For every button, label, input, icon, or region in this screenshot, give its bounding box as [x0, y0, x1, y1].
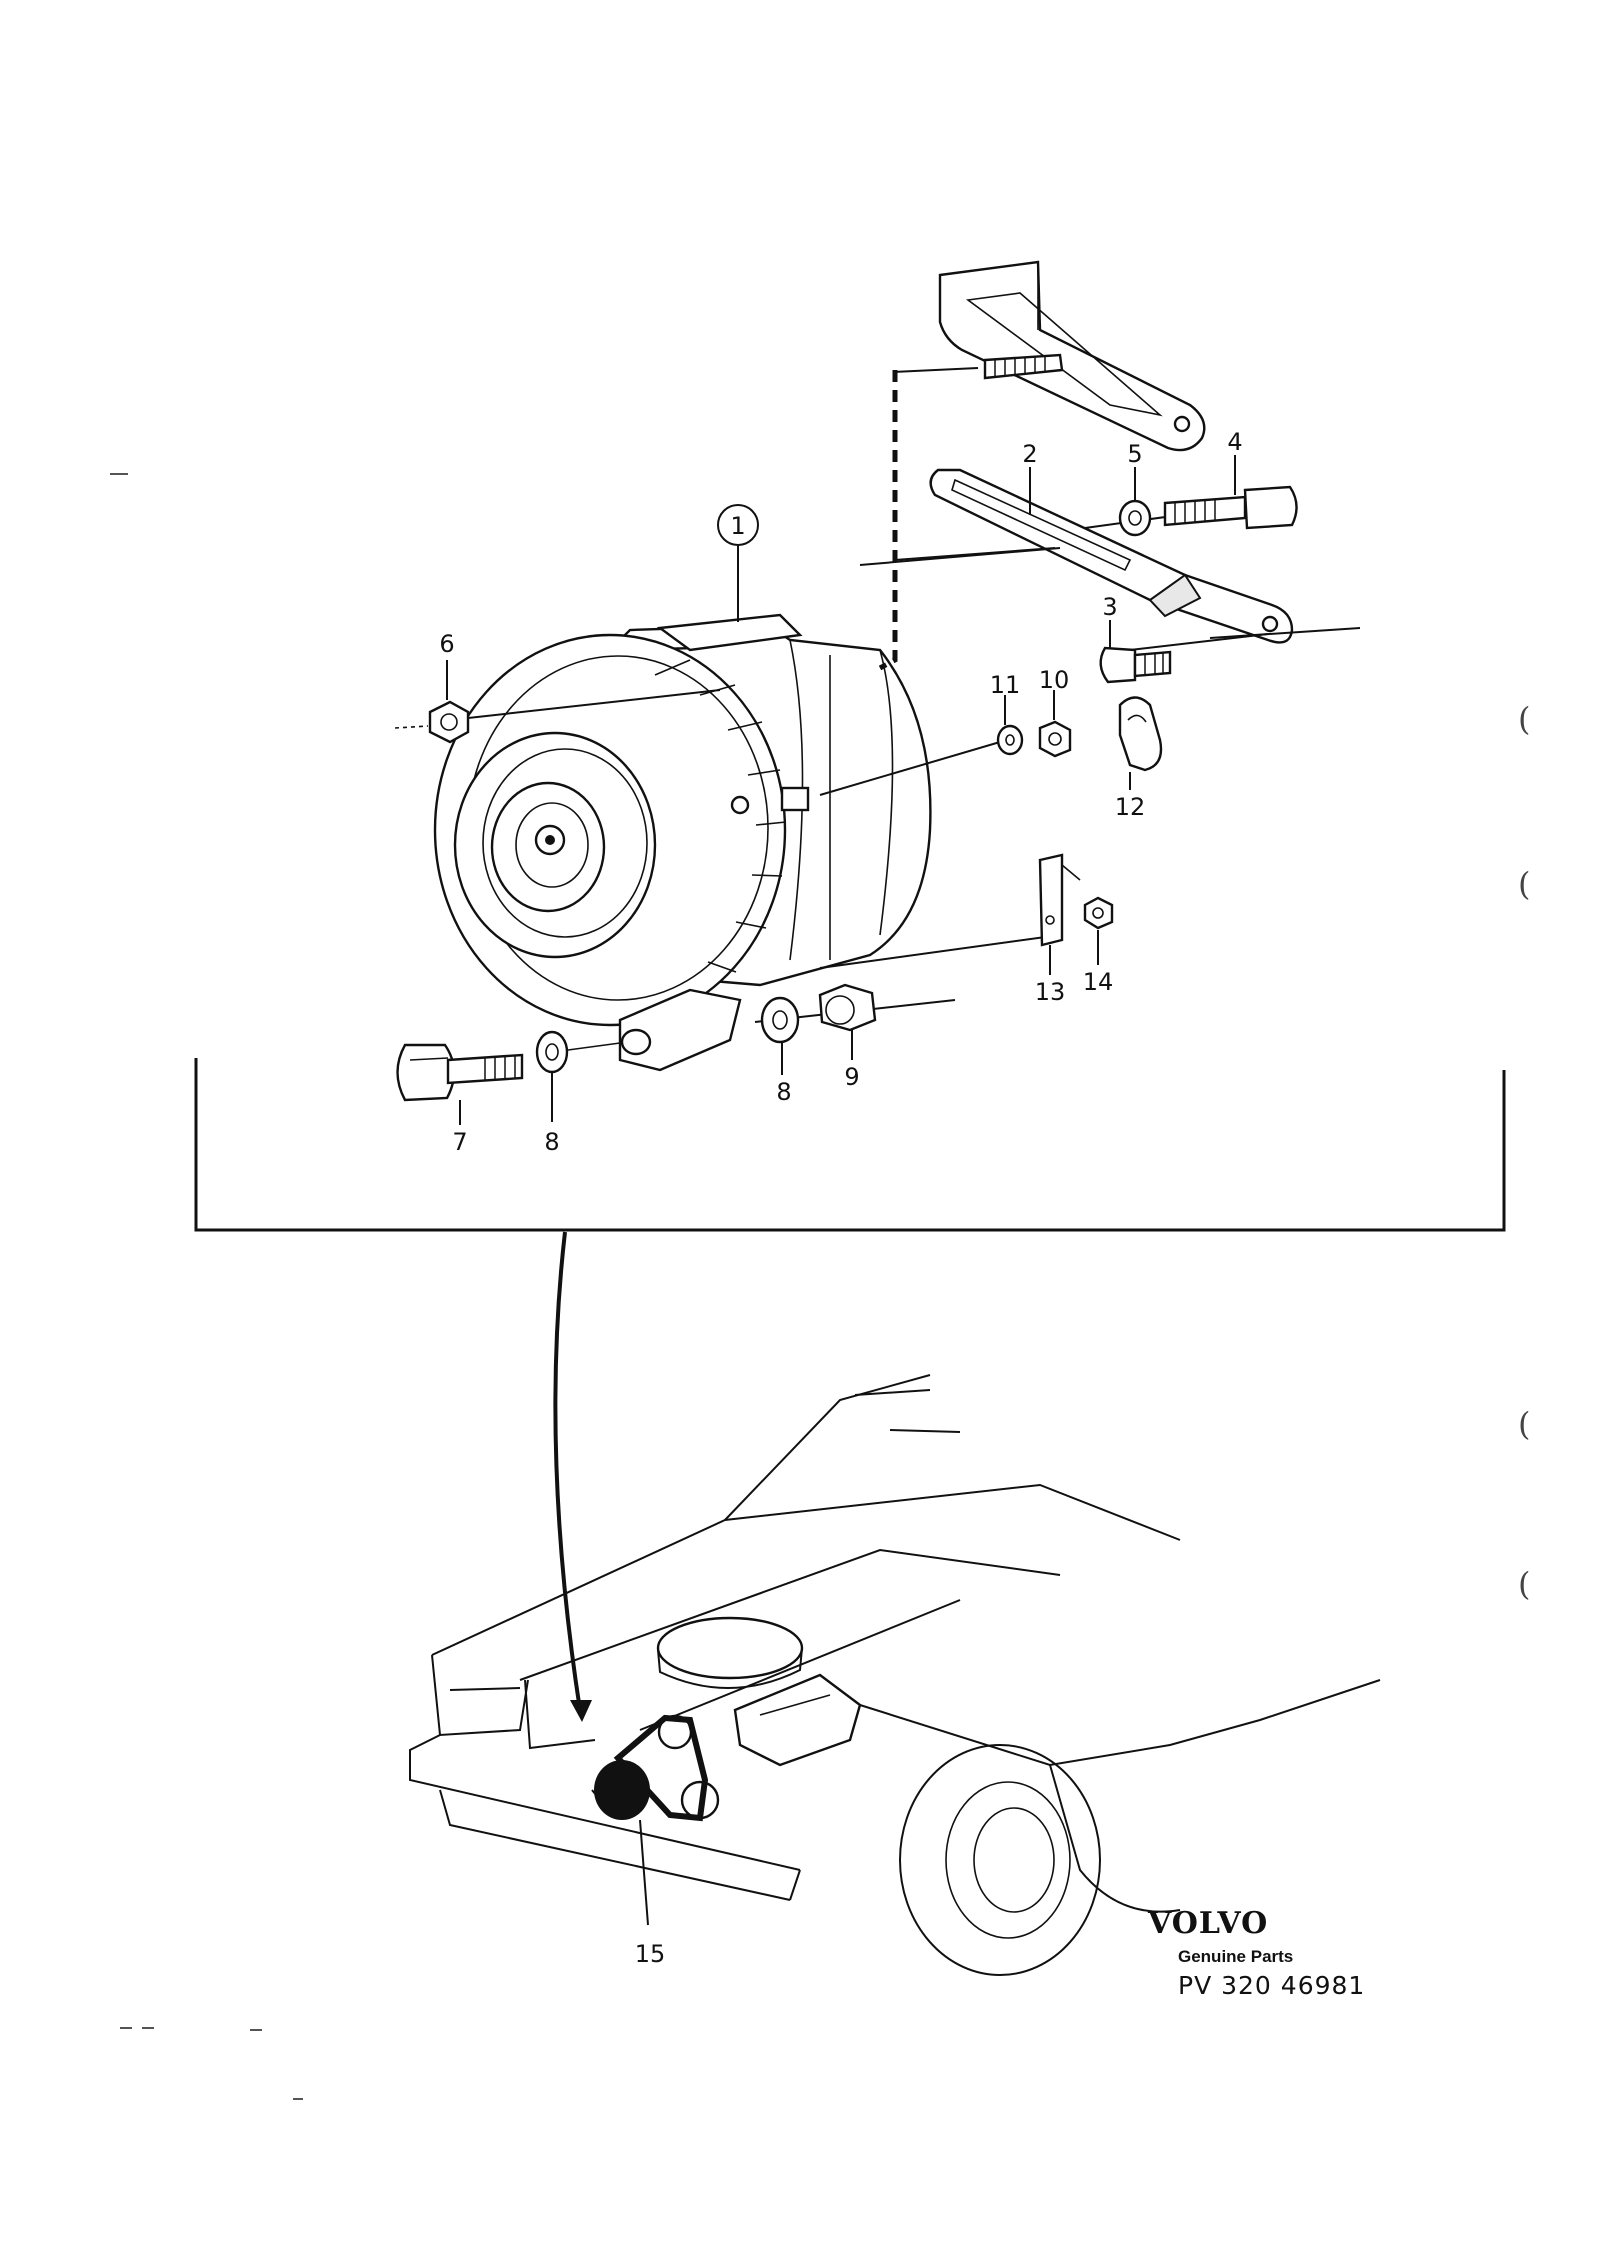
washer-8-right-icon	[760, 996, 800, 1044]
washer-8-left-icon	[535, 1030, 569, 1074]
margin-mark-3: (	[1518, 1405, 1530, 1443]
nut-14-icon	[1083, 896, 1114, 930]
alternator-location-icon	[594, 1760, 650, 1820]
nut-10-icon	[1038, 720, 1072, 758]
terminal-plate-13-icon	[1038, 853, 1081, 947]
nut-9-icon	[818, 983, 877, 1032]
terminal-cap-12-icon	[1118, 696, 1163, 772]
callout-1: 1	[730, 512, 745, 540]
callout-8-right: 8	[776, 1078, 791, 1106]
part-number: PV 320 46981	[1178, 1971, 1365, 2000]
margin-mark-4: (	[1518, 1565, 1530, 1603]
brand-logo: VOLVO	[1147, 1906, 1268, 1941]
bolt-3-icon	[1099, 646, 1172, 684]
car-front-icon	[409, 1374, 1381, 1976]
callout-10: 10	[1039, 666, 1070, 694]
washer-11-icon	[996, 724, 1024, 756]
callout-12: 12	[1115, 793, 1146, 821]
dashed-connector	[878, 370, 898, 671]
scan-specks	[110, 473, 303, 2100]
callout-3: 3	[1102, 593, 1117, 621]
callout-6: 6	[439, 630, 454, 658]
nut-6-icon	[428, 700, 470, 744]
detail-frame	[194, 1058, 1506, 1232]
callout-15: 15	[635, 1940, 666, 1968]
callout-7: 7	[452, 1128, 467, 1156]
callout-5: 5	[1127, 440, 1142, 468]
callout-circle-1	[717, 504, 759, 546]
bracket-lower-icon	[929, 468, 1294, 644]
brand-subtitle: Genuine Parts	[1178, 1947, 1293, 1966]
callout-stems	[446, 455, 1236, 1125]
callout-13: 13	[1035, 978, 1066, 1006]
bracket-upper-icon	[938, 260, 1206, 452]
bolt-4-icon	[1163, 485, 1298, 530]
location-arrow	[553, 1231, 592, 1722]
callout-11: 11	[990, 671, 1021, 699]
callout-2: 2	[1022, 440, 1037, 468]
margin-mark-2: (	[1518, 865, 1530, 903]
callout-9: 9	[844, 1063, 859, 1091]
brand-block: VOLVO Genuine Parts PV 320 46981	[1147, 1906, 1365, 2000]
margin-mark-1: (	[1518, 700, 1530, 738]
callout-14: 14	[1083, 968, 1114, 996]
alternator-icon	[433, 613, 932, 1072]
callout-4: 4	[1227, 428, 1242, 456]
washer-5-icon	[1118, 499, 1152, 537]
callout-8-left: 8	[544, 1128, 559, 1156]
bolt-7-icon	[396, 1043, 524, 1102]
